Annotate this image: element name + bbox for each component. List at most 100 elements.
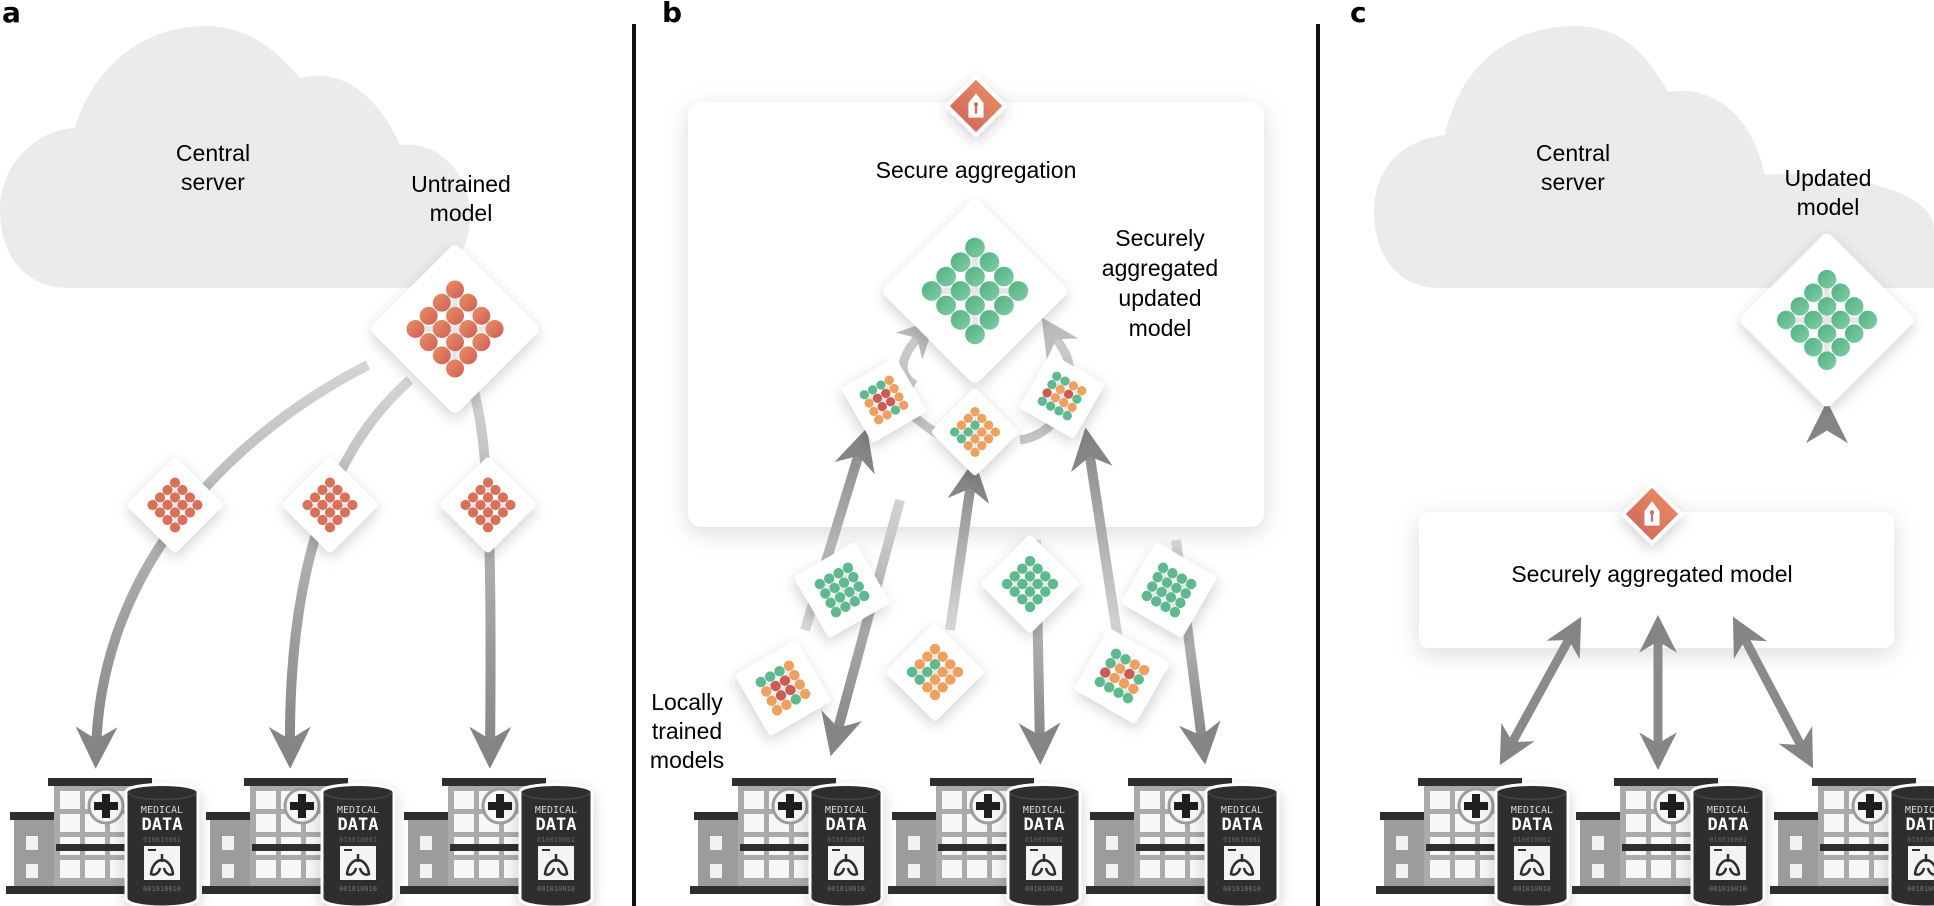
model-node [820,588,831,599]
database-subtitle: DATA [536,815,577,835]
model-node [1817,324,1837,343]
arrow-down-3 [465,378,512,769]
model-node [783,660,795,672]
database-subtitle: DATA [1222,815,1263,835]
model-node [990,427,1001,437]
partial-model-2 [931,388,1019,476]
model-node [781,699,792,710]
model-node [1804,337,1823,357]
panel-letter-a: a [2,0,21,29]
model-node [881,388,891,399]
model-node [497,492,509,503]
binary-bottom: 001010010 [339,885,377,893]
database-title: MEDICAL [1023,805,1065,816]
lungs-xray-icon [1026,846,1062,880]
model-node [1094,676,1106,688]
binary-top: 010010001 [1907,836,1934,844]
model-node [309,507,321,518]
model-node [1037,396,1047,406]
model-node [317,499,328,511]
model-node [505,499,516,511]
lungs-xray-icon [828,846,864,880]
model-node [162,514,173,526]
model-node [485,320,504,338]
model-node [1042,388,1052,398]
model-node [979,252,1000,272]
binary-top: 010010001 [537,836,575,844]
model-node [929,689,941,701]
model-node [869,406,879,417]
model-node [347,499,358,511]
model-node [169,522,181,533]
model-node [1054,406,1064,416]
database-subtitle: DATA [338,815,379,835]
model-node [844,586,855,598]
model-node [1147,581,1158,592]
model-node [460,499,471,511]
model-node [1790,324,1810,343]
model-node [977,413,987,424]
model-node [154,492,166,503]
model-node [1009,571,1020,582]
database-subtitle: DATA [142,815,183,835]
model-node [834,592,846,603]
database-title: MEDICAL [1707,805,1749,816]
model-node [874,415,884,425]
model-node [859,390,869,400]
model-node [1052,371,1062,381]
model-node [1113,687,1124,698]
binary-bottom: 001010010 [537,885,575,893]
model-node [1120,654,1131,665]
secure-aggregation-title: Secure aggregation [876,157,1077,183]
model-node [770,680,781,692]
model-node [771,704,783,716]
model-node [1165,592,1177,603]
model-node [419,333,438,352]
model-node [963,413,973,424]
binary-bottom: 001010010 [827,885,865,893]
database-title: MEDICAL [141,805,183,816]
model-node [324,492,336,503]
model-node [950,281,971,301]
model-node [475,499,486,511]
local-model-2 [794,542,890,638]
model-node [317,484,328,496]
model-node [446,333,464,352]
model-node [1001,578,1013,590]
model-node [882,410,892,420]
binary-top: 010010001 [143,836,181,844]
model-node [1055,384,1065,395]
model-node [842,562,854,574]
database-subtitle: DATA [1024,815,1065,835]
model-node [482,507,494,518]
model-node [419,306,438,325]
lungs-xray-icon [340,846,376,880]
model-node [1060,376,1070,386]
model-node [914,659,925,670]
model-node [339,507,351,518]
binary-bottom: 001010010 [1907,885,1934,893]
untrained-model-copy-2 [282,457,378,553]
model-node [977,440,987,451]
model-node [1128,683,1139,695]
model-node [1141,590,1153,602]
model-node [1122,692,1134,704]
model-node [1008,281,1029,301]
model-node [459,293,478,312]
model-node [432,293,451,312]
arrow-down-1 [821,498,905,757]
model-node [472,306,491,325]
model-node [1844,324,1864,343]
model-node [970,447,980,458]
